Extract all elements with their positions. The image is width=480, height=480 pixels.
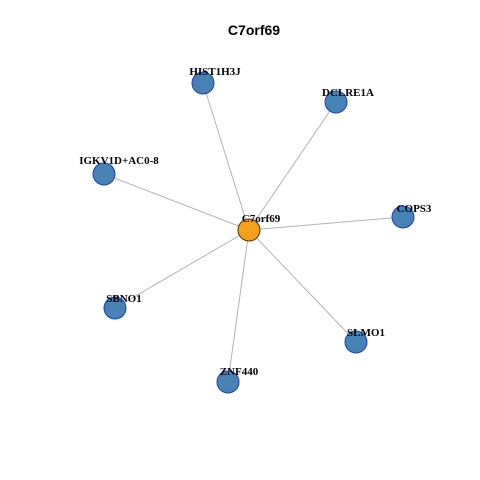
edges-layer (103, 82, 404, 383)
node-label-igkv1d-ac0-8: IGKV1D+AC0-8 (79, 155, 159, 167)
node-slmo1[interactable] (344, 330, 368, 354)
node-c7orf69[interactable] (237, 218, 261, 242)
diagram-title: C7orf69 (228, 22, 280, 38)
edge-c7orf69-znf440 (227, 229, 250, 383)
edge-c7orf69-sbno1 (114, 229, 250, 309)
edge-c7orf69-cops3 (248, 216, 404, 231)
node-label-dclre1a: DCLRE1A (322, 87, 374, 99)
edge-c7orf69-igkv1d-ac0-8 (103, 173, 250, 231)
node-sbno1[interactable] (103, 296, 127, 320)
nodes-layer: HIST1H3J DCLRE1A IGKV1D+AC0-8COPS3SBNO1SLM… (79, 66, 432, 394)
node-hist1h3j[interactable] (191, 71, 215, 95)
node-label-slmo1: SLMO1 (347, 327, 385, 339)
edge-c7orf69-hist1h3j (202, 82, 250, 231)
edge-c7orf69-dclre1a (248, 101, 337, 231)
edge-c7orf69-slmo1 (248, 229, 357, 343)
node-label-c7orf69: C7orf69 (242, 213, 281, 225)
node-label-hist1h3j: HIST1H3J (189, 66, 241, 78)
node-label-cops3: COPS3 (397, 203, 432, 215)
node-label-znf440: ZNF440 (220, 366, 259, 378)
node-label-sbno1: SBNO1 (106, 293, 141, 305)
node-cops3[interactable] (391, 205, 415, 229)
node-dclre1a[interactable] (324, 90, 348, 114)
node-znf440[interactable] (216, 370, 240, 394)
node-igkv1d-ac0-8[interactable] (92, 162, 116, 186)
